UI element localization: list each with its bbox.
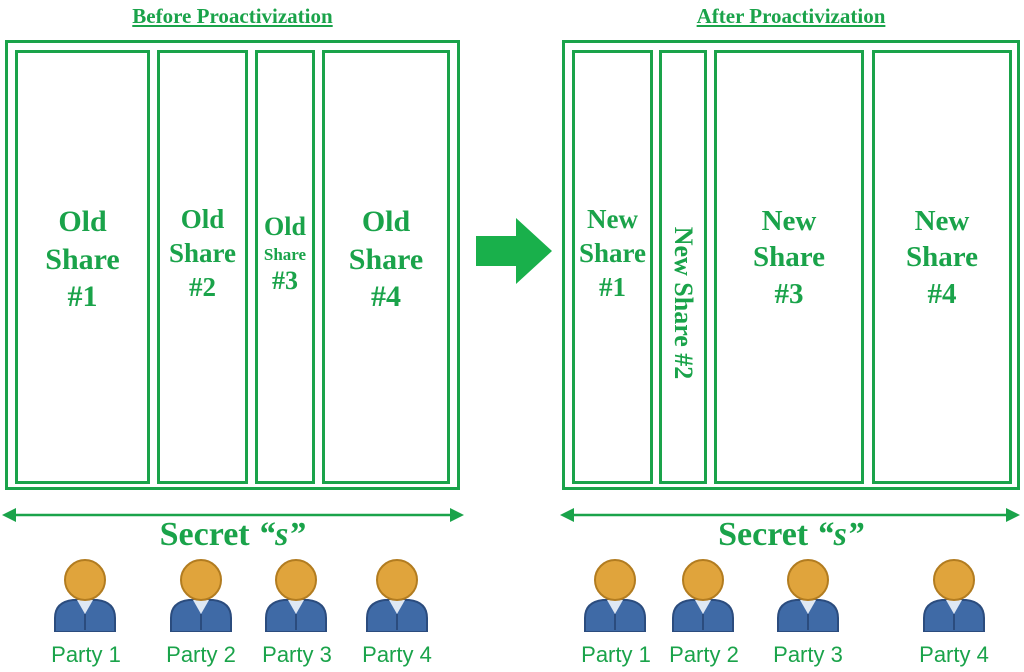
before-secret-label: Secret “s” xyxy=(5,513,460,557)
new-share-2: New Share #2 xyxy=(659,50,707,484)
before-title: Before Proactivization xyxy=(132,4,333,28)
before-span-arrow-icon xyxy=(2,508,464,522)
share-label-line: Share xyxy=(906,241,978,274)
party-label: Party 4 xyxy=(919,642,989,667)
person-icon xyxy=(366,559,428,632)
secret-symbol: “s” xyxy=(258,516,306,553)
secret-word: Secret xyxy=(718,516,809,553)
share-label-line: Old xyxy=(361,205,411,238)
before-secret-container xyxy=(5,40,460,490)
person-icon xyxy=(923,559,985,632)
share-label-line: Old xyxy=(180,204,225,234)
party-label: Party 3 xyxy=(773,642,843,667)
share-label-line: New xyxy=(587,204,638,234)
after-title: After Proactivization xyxy=(696,4,886,28)
share-label-line: Share xyxy=(45,242,120,276)
share-label-line: Share xyxy=(348,242,424,276)
share-label-line: Old xyxy=(58,205,107,238)
share-label-line: Share xyxy=(168,237,236,268)
new-share-1: New Share #1 xyxy=(572,50,653,484)
person-icon xyxy=(170,559,232,632)
secret-symbol: “s” xyxy=(816,516,864,553)
share-label-vertical: New Share #2 xyxy=(669,226,698,380)
share-label-line: #2 xyxy=(188,271,216,302)
share-label-line: #1 xyxy=(598,271,626,302)
party-label: Party 1 xyxy=(51,642,121,667)
share-label-line: #4 xyxy=(927,277,957,310)
secret-word: Secret xyxy=(159,516,250,553)
share-label-line: Share xyxy=(753,241,825,274)
share-label-line: #3 xyxy=(774,277,804,310)
party-label: Party 2 xyxy=(166,642,236,667)
after-secret-container xyxy=(562,40,1020,490)
share-label-line: Old xyxy=(264,212,306,241)
share-label-line: #4 xyxy=(371,280,401,313)
person-icon xyxy=(54,559,116,632)
new-share-4: New Share #4 xyxy=(872,50,1012,484)
share-label-line: New xyxy=(761,205,817,237)
share-label-line: #1 xyxy=(67,280,98,313)
party-label: Party 3 xyxy=(262,642,332,667)
party-label: Party 4 xyxy=(362,642,432,667)
person-icon xyxy=(265,559,327,632)
person-icon xyxy=(584,559,646,632)
after-span-arrow-icon xyxy=(560,508,1020,522)
person-icon xyxy=(672,559,734,632)
share-label-line: Share xyxy=(263,244,307,264)
person-icon xyxy=(777,559,839,632)
old-share-2: Old Share #2 xyxy=(157,50,248,484)
share-label-line: #3 xyxy=(271,265,298,295)
party-label: Party 1 xyxy=(581,642,651,667)
old-share-4: Old Share #4 xyxy=(322,50,450,484)
party-label: Party 2 xyxy=(669,642,739,667)
right-arrow-icon xyxy=(476,218,552,284)
share-label-line: Share xyxy=(578,237,646,268)
new-share-3: New Share #3 xyxy=(714,50,864,484)
old-share-1: Old Share #1 xyxy=(15,50,150,484)
share-label-line: New xyxy=(914,205,970,237)
after-secret-label: Secret “s” xyxy=(562,513,1020,557)
old-share-3: Old Share #3 xyxy=(255,50,315,484)
